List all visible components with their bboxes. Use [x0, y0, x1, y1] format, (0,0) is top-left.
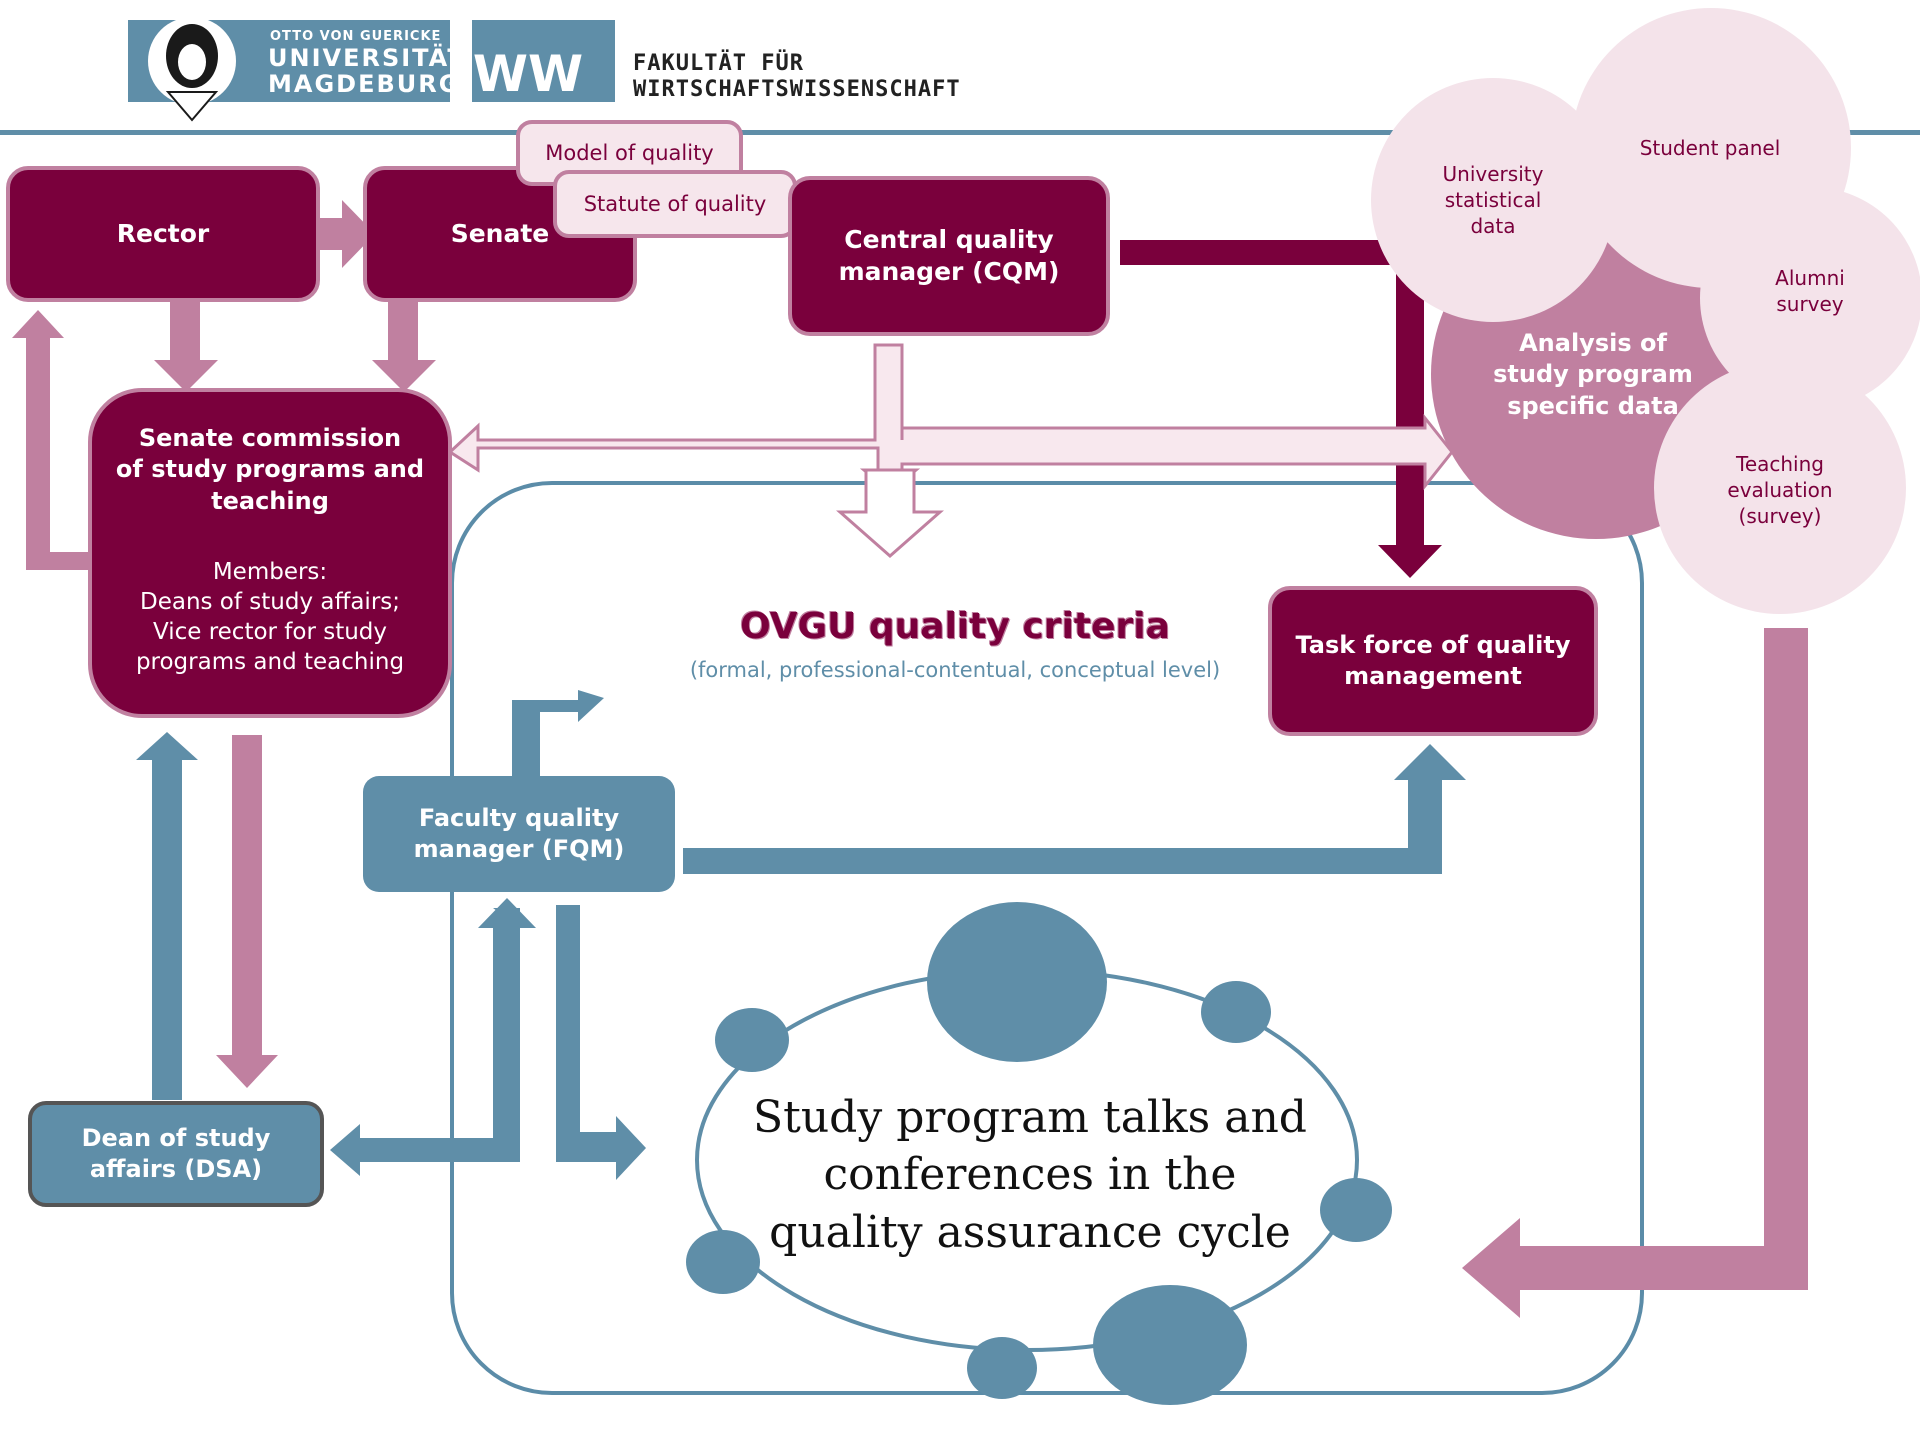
- dsa-box[interactable]: [28, 1101, 324, 1207]
- fqm-line2: manager (FQM): [413, 835, 625, 863]
- logo-top-text: OTTO VON GUERICKE: [270, 29, 441, 44]
- model-of-quality-label: Model of quality: [518, 130, 741, 178]
- commission-label: Senate commission of study programs and …: [90, 420, 450, 520]
- fqm-to-criteria-arrow: [512, 690, 604, 776]
- university-stat-label: University statistical data: [1393, 150, 1593, 250]
- fqm-box[interactable]: [363, 776, 675, 892]
- cycle-line3: quality assurance cycle: [769, 1206, 1291, 1258]
- cycle-node-left: [686, 1230, 760, 1294]
- rector-to-senate-arrow: [302, 200, 375, 268]
- commission-to-rector-arrow: [12, 310, 90, 570]
- rector-to-commission-arrow: [154, 276, 218, 392]
- university-stat-line1: University: [1442, 162, 1544, 186]
- cycle-node-upper-left: [715, 1008, 789, 1072]
- dsa-label: Dean of study affairs (DSA): [30, 1103, 322, 1205]
- cycle-node-top: [927, 902, 1107, 1062]
- university-logo: OTTO VON GUERICKE UNIVERSITÄT MAGDEBURG: [128, 17, 466, 122]
- data-sources-cluster: [1371, 8, 1920, 614]
- fqm-line1: Faculty quality: [418, 803, 620, 832]
- student-panel-label: Student panel: [1610, 130, 1810, 166]
- cqm-box[interactable]: [788, 176, 1110, 336]
- alumni-line1: Alumni: [1775, 266, 1845, 290]
- fqm-to-taskforce-arrow: [683, 744, 1466, 874]
- teaching-line1: Teaching: [1736, 452, 1824, 476]
- statute-of-quality-label: Statute of quality: [555, 180, 795, 230]
- cycle-node-bottom: [967, 1337, 1037, 1399]
- teaching-eval-bubble: [1654, 362, 1906, 614]
- commission-box[interactable]: [88, 388, 452, 718]
- rector-label: Rector: [8, 168, 318, 300]
- cqm-distribution-arrows: [447, 343, 1454, 558]
- senate-to-commission-arrow: [372, 276, 436, 392]
- analysis-line2: study program: [1493, 360, 1693, 389]
- cqm-line2: manager (CQM): [838, 257, 1060, 286]
- analysis-line3: specific data: [1507, 391, 1679, 420]
- fqm-label: Faculty quality manager (FQM): [363, 776, 675, 892]
- alumni-label: Alumni survey: [1740, 256, 1880, 326]
- cycle-fqm-dsa-arrows: [330, 898, 646, 1180]
- taskforce-line1: Task force of quality: [1295, 630, 1571, 659]
- criteria-title: OVGU quality criteria: [740, 605, 1170, 647]
- logo-line1: UNIVERSITÄT: [268, 43, 466, 72]
- rector-box[interactable]: [6, 166, 320, 302]
- members-heading: Members:: [212, 559, 328, 586]
- cqm-to-taskforce-arrow: [1120, 240, 1442, 578]
- members-line1: Deans of study affairs;: [139, 589, 401, 616]
- cycle-node-upper-right: [1201, 981, 1271, 1043]
- cycle-label: Study program talks and conferences in t…: [720, 1085, 1340, 1265]
- ww-text: WW: [473, 45, 583, 103]
- members-line2: Vice rector for study: [152, 619, 388, 645]
- cycle-node-right: [1320, 1178, 1392, 1242]
- taskforce-line2: management: [1344, 662, 1522, 690]
- members-label: Members: Deans of study affairs; Vice re…: [90, 550, 450, 686]
- university-stat-bubble: [1371, 78, 1615, 322]
- teaching-line3: (survey): [1738, 504, 1822, 528]
- senate-text: Senate: [450, 218, 550, 248]
- statute-of-quality-text: Statute of quality: [583, 192, 767, 217]
- senate-label: Senate: [435, 168, 565, 300]
- rector-text: Rector: [116, 218, 210, 248]
- criteria-subtitle: (formal, professional-contentual, concep…: [689, 658, 1221, 683]
- taskforce-label: Task force of quality management: [1270, 588, 1596, 734]
- teaching-line2: evaluation: [1727, 478, 1833, 502]
- university-stat-line2: statistical: [1444, 188, 1542, 212]
- cqm-line1: Central quality: [844, 224, 1054, 254]
- alumni-line2: survey: [1776, 292, 1844, 316]
- cycle-line1: Study program talks and: [753, 1092, 1307, 1144]
- faculty-line2: WIRTSCHAFTSWISSENSCHAFT: [633, 77, 961, 102]
- commission-line2: of study programs and: [115, 455, 425, 484]
- dsa-to-commission-arrow: [136, 732, 198, 1100]
- dsa-line1: Dean of study: [81, 1123, 271, 1152]
- cycle-node-bottom-right: [1093, 1285, 1247, 1405]
- commission-to-dsa-arrow: [216, 735, 278, 1088]
- analysis-label: Analysis of study program specific data: [1470, 322, 1716, 428]
- model-of-quality-text: Model of quality: [545, 141, 714, 166]
- cqm-label: Central quality manager (CQM): [790, 178, 1108, 334]
- commission-line3: teaching: [211, 486, 329, 515]
- header-rule: [0, 130, 1920, 135]
- analysis-to-cycle-arrow: [1462, 628, 1808, 1318]
- cycle-line2: conferences in the: [823, 1149, 1237, 1201]
- teaching-eval-label: Teaching evaluation (survey): [1680, 440, 1880, 540]
- university-stat-line3: data: [1470, 214, 1516, 238]
- ww-logo: WW: [472, 20, 615, 103]
- alumni-bubble: [1700, 187, 1920, 409]
- dsa-line2: affairs (DSA): [89, 1155, 263, 1183]
- quality-cycle: [686, 902, 1392, 1405]
- analysis-line1: Analysis of: [1519, 329, 1667, 358]
- student-panel-text: Student panel: [1639, 136, 1781, 160]
- criteria-frame: [450, 481, 1644, 1395]
- logo-line2: MAGDEBURG: [268, 70, 460, 98]
- members-line3: programs and teaching: [135, 648, 405, 675]
- commission-line1: Senate commission: [138, 424, 402, 453]
- faculty-line1: FAKULTÄT FÜR: [633, 50, 804, 76]
- taskforce-box[interactable]: [1268, 586, 1598, 736]
